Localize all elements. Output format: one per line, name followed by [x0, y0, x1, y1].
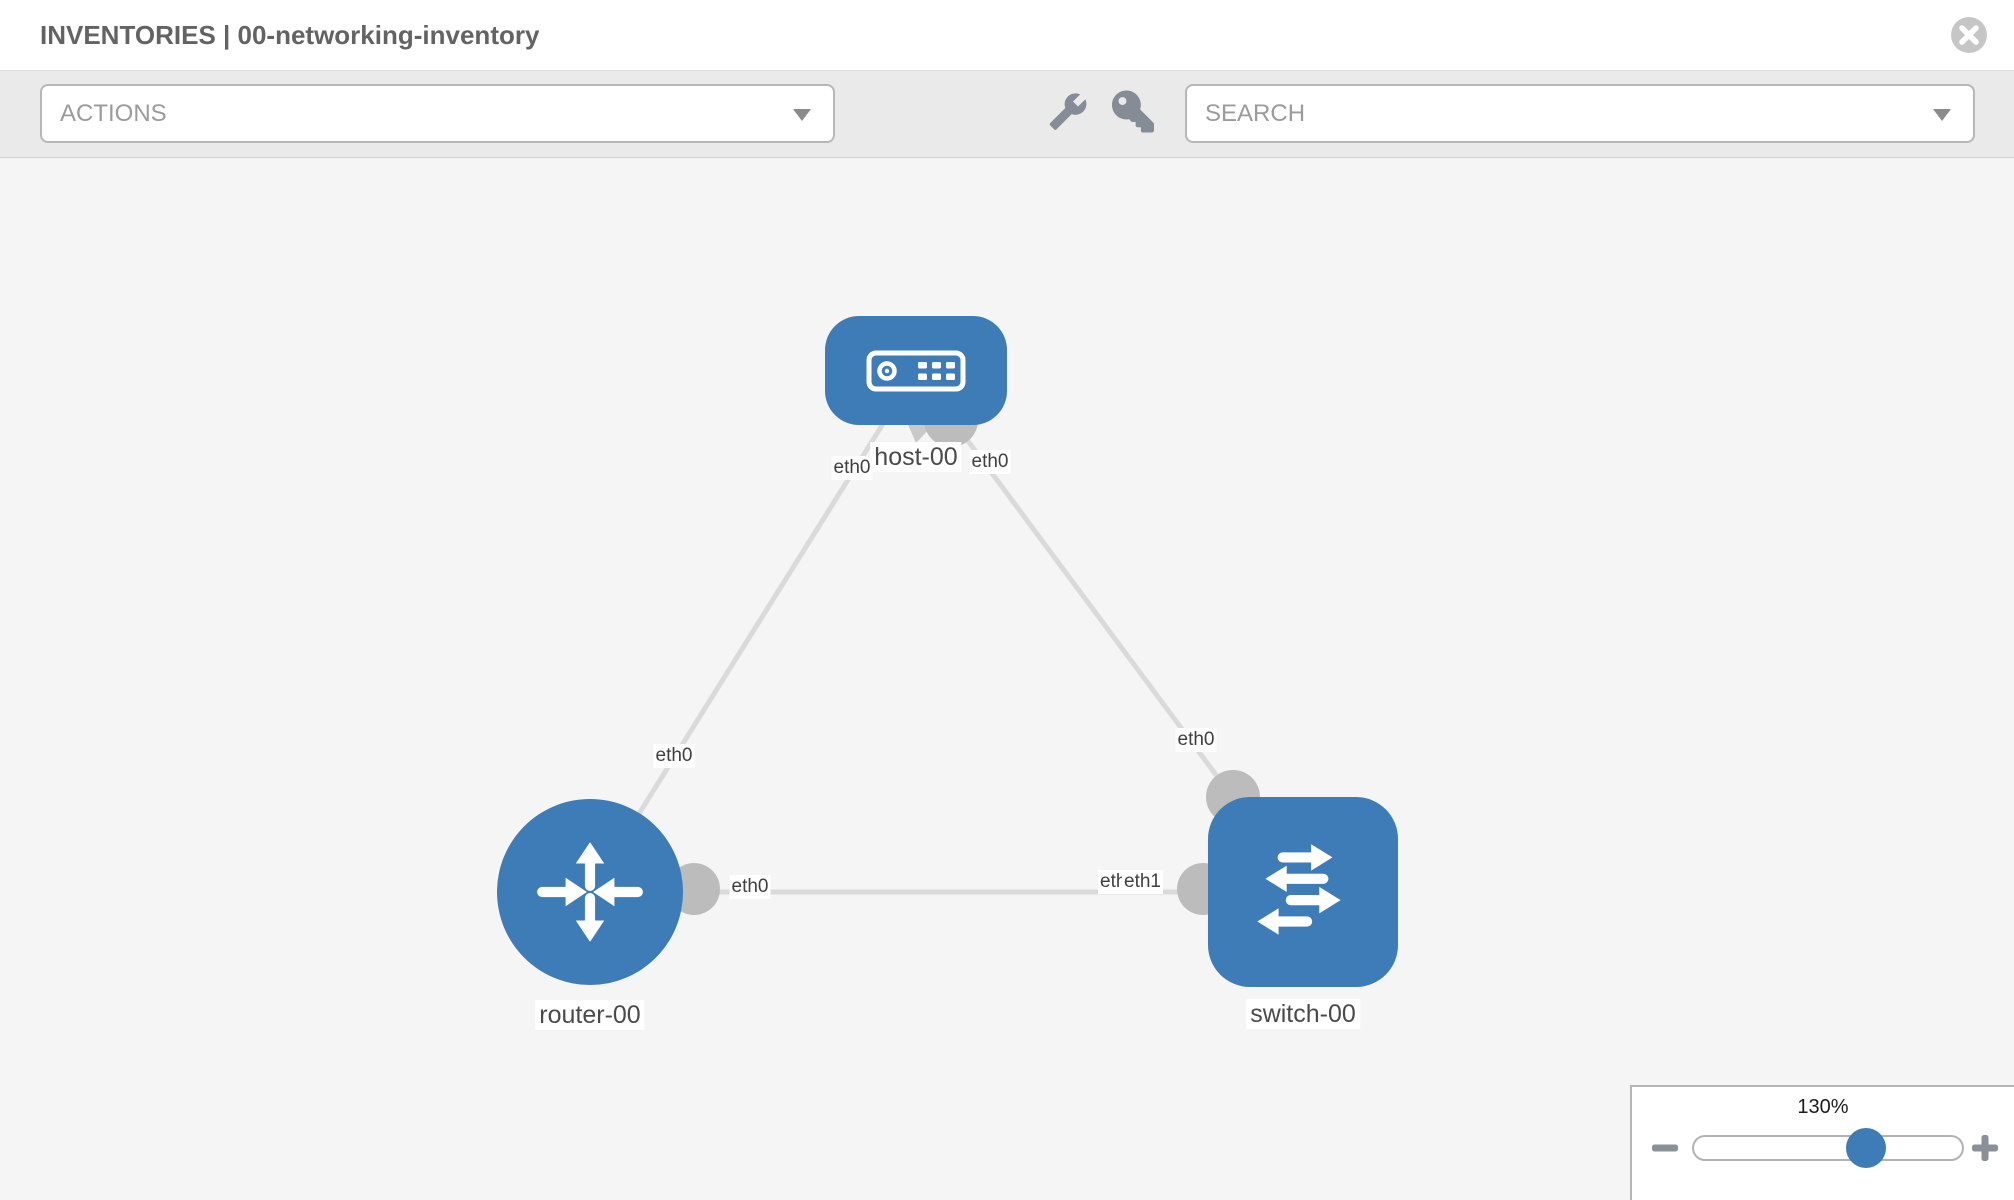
chevron-down-icon — [1933, 108, 1951, 121]
links-layer — [587, 369, 1306, 915]
node-label-switch-00: switch-00 — [1246, 999, 1360, 1029]
node-switch-00[interactable] — [1208, 797, 1398, 987]
node-label-host-00: host-00 — [870, 442, 962, 472]
search-dropdown[interactable]: SEARCH — [1185, 84, 1975, 143]
close-button[interactable] — [1950, 16, 1988, 54]
chevron-down-icon — [793, 108, 811, 121]
wrench-icon — [1049, 93, 1087, 130]
actions-dropdown-label: ACTIONS — [60, 99, 167, 127]
node-router-00[interactable] — [497, 799, 683, 985]
search-dropdown-label: SEARCH — [1205, 99, 1306, 127]
topology-canvas[interactable]: host-00 router-00 switch-00 eth0 eth0 et… — [0, 157, 2014, 1200]
router-icon — [537, 842, 643, 942]
header: INVENTORIES | 00-networking-inventory — [0, 0, 2014, 71]
actions-dropdown[interactable]: ACTIONS — [40, 84, 835, 143]
page-title: INVENTORIES | 00-networking-inventory — [40, 20, 540, 50]
toolbar: ACTIONS SEARCH — [0, 71, 2014, 158]
zoom-slider[interactable] — [1692, 1128, 1964, 1168]
node-host-00[interactable] — [825, 316, 1007, 425]
switch-icon — [1257, 844, 1341, 935]
key-button[interactable] — [1112, 90, 1154, 138]
wrench-button[interactable] — [1048, 92, 1088, 137]
node-label-router-00: router-00 — [535, 1000, 645, 1030]
port-label-host-eth0-left: eth0 — [831, 456, 873, 480]
server-icon — [866, 350, 966, 391]
minus-icon — [1652, 1144, 1678, 1152]
zoom-level-value: 130% — [1797, 1096, 1849, 1118]
zoom-in-button[interactable] — [1970, 1133, 2000, 1168]
key-icon — [1112, 90, 1154, 133]
port-label-router-eth0-uplink: eth0 — [653, 744, 695, 768]
zoom-out-button[interactable] — [1650, 1133, 1680, 1168]
port-label-switch-eth0-uplink: eth0 — [1175, 728, 1217, 752]
port-label-host-eth0-right: eth0 — [969, 450, 1011, 474]
plus-icon — [1972, 1135, 1998, 1161]
port-label-router-eth0: eth0 — [729, 875, 771, 899]
zoom-panel: 130% — [1630, 1085, 2014, 1200]
port-label-switch-eth1: eth1 — [1122, 870, 1163, 894]
close-icon — [1951, 17, 1987, 53]
zoom-slider-thumb[interactable] — [1846, 1128, 1886, 1168]
